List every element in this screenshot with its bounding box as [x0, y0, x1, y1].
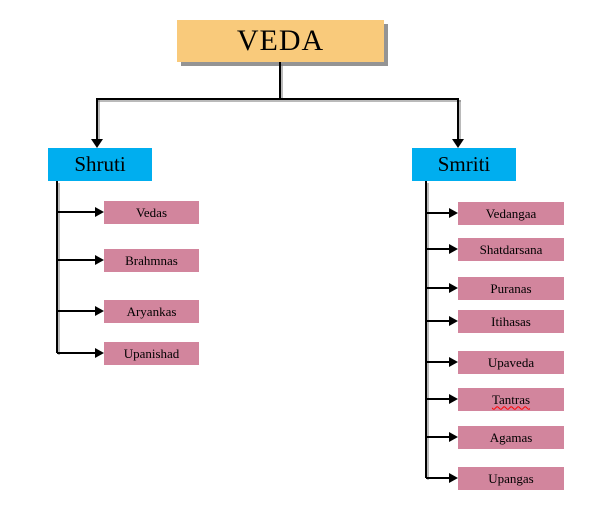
- leaf-label: Aryankas: [126, 303, 177, 319]
- connector-branch-line: [426, 287, 449, 289]
- leaf-node-puranas: Puranas: [458, 277, 564, 300]
- connector-branch-line: [426, 398, 449, 400]
- connector-branch-line: [426, 212, 449, 214]
- leaf-node-itihasas: Itihasas: [458, 310, 564, 333]
- arrow-right-icon: [449, 473, 458, 483]
- leaf-label: Agamas: [489, 429, 533, 445]
- connector-branch-line: [57, 211, 96, 213]
- arrow-right-icon: [95, 306, 104, 316]
- connector-branch-line: [426, 361, 449, 363]
- leaf-node-vedangaa: Vedangaa: [458, 202, 564, 225]
- connector-left-drop: [96, 98, 98, 140]
- leaf-node-upaveda: Upaveda: [458, 351, 564, 374]
- leaf-node-vedas: Vedas: [104, 201, 199, 224]
- arrow-right-icon: [449, 316, 458, 326]
- branch-node-smriti: Smriti: [412, 148, 516, 181]
- connector-branch-line: [57, 259, 96, 261]
- leaf-label: Upanishad: [123, 345, 180, 361]
- connector-branch-line: [57, 352, 96, 354]
- connector-shruti-pipe: [56, 181, 58, 353]
- arrow-right-icon: [449, 432, 458, 442]
- arrow-down-icon: [452, 139, 464, 148]
- arrow-right-icon: [449, 357, 458, 367]
- branch-label: Shruti: [74, 152, 126, 176]
- arrow-right-icon: [95, 255, 104, 265]
- leaf-label: Vedas: [135, 204, 168, 220]
- root-node: VEDA: [177, 20, 384, 62]
- connector-branch-line: [426, 477, 449, 479]
- leaf-node-brahmnas: Brahmnas: [104, 249, 199, 272]
- connector-right-drop: [457, 98, 459, 140]
- leaf-node-upanishad: Upanishad: [104, 342, 199, 365]
- leaf-node-aryankas: Aryankas: [104, 300, 199, 323]
- leaf-node-tantras: Tantras: [458, 388, 564, 411]
- leaf-label: Upangas: [488, 470, 534, 486]
- root-label: VEDA: [236, 24, 325, 57]
- branch-label: Smriti: [437, 152, 491, 176]
- leaf-node-agamas: Agamas: [458, 426, 564, 449]
- connector-smriti-pipe: [425, 181, 427, 478]
- connector-main-horizontal: [96, 98, 459, 100]
- connector-branch-line: [426, 248, 449, 250]
- arrow-right-icon: [449, 244, 458, 254]
- branch-node-shruti: Shruti: [48, 148, 152, 181]
- leaf-node-shatdarsana: Shatdarsana: [458, 238, 564, 261]
- leaf-label: Shatdarsana: [479, 241, 543, 257]
- leaf-label: Upaveda: [487, 354, 535, 370]
- arrow-right-icon: [449, 208, 458, 218]
- connector-branch-line: [57, 310, 96, 312]
- arrow-down-icon: [91, 139, 103, 148]
- arrow-right-icon: [449, 394, 458, 404]
- leaf-label: Tantras: [491, 391, 531, 407]
- connector-branch-line: [426, 320, 449, 322]
- leaf-label: Brahmnas: [125, 252, 178, 268]
- arrow-right-icon: [449, 283, 458, 293]
- leaf-label: Vedangaa: [485, 205, 537, 221]
- arrow-right-icon: [95, 348, 104, 358]
- connector-root-stem: [279, 62, 281, 98]
- arrow-right-icon: [95, 207, 104, 217]
- leaf-node-upangas: Upangas: [458, 467, 564, 490]
- leaf-label: Puranas: [490, 280, 532, 296]
- leaf-label: Itihasas: [491, 313, 531, 329]
- connector-branch-line: [426, 436, 449, 438]
